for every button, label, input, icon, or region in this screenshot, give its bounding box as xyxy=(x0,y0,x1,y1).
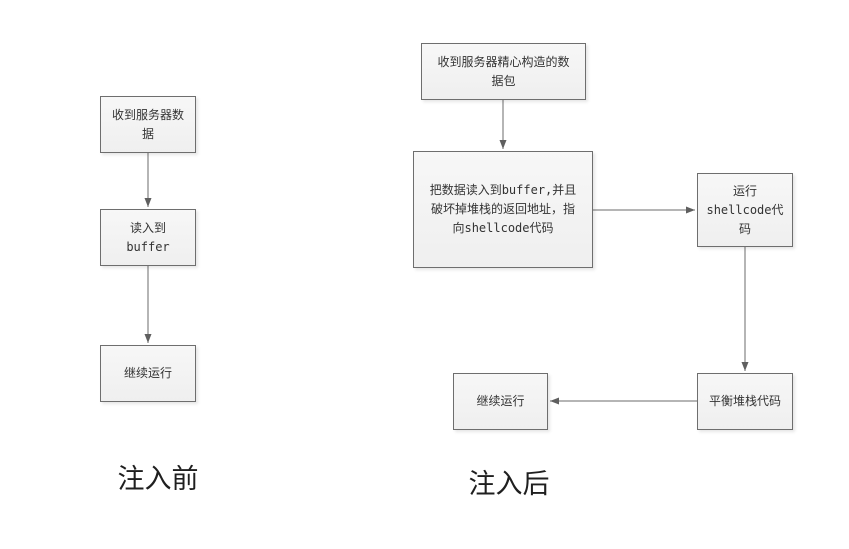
flow-node-receive-crafted-packet: 收到服务器精心构造的数 据包 xyxy=(421,43,586,100)
flow-node-overwrite-return-address: 把数据读入到buffer,并且 破坏掉堆栈的返回地址，指 向shellcode代… xyxy=(413,151,593,268)
caption-before-injection: 注入前 xyxy=(117,464,199,495)
flow-node-read-into-buffer: 读入到 buffer xyxy=(100,209,196,266)
flow-node-receive-server-data: 收到服务器数 据 xyxy=(100,96,196,153)
flow-node-run-shellcode: 运行 shellcode代 码 xyxy=(697,173,793,247)
flow-node-balance-stack-code: 平衡堆栈代码 xyxy=(697,373,793,430)
flow-node-continue-running-before: 继续运行 xyxy=(100,345,196,402)
caption-after-injection: 注入后 xyxy=(468,469,550,500)
flow-node-continue-running-after: 继续运行 xyxy=(453,373,548,430)
